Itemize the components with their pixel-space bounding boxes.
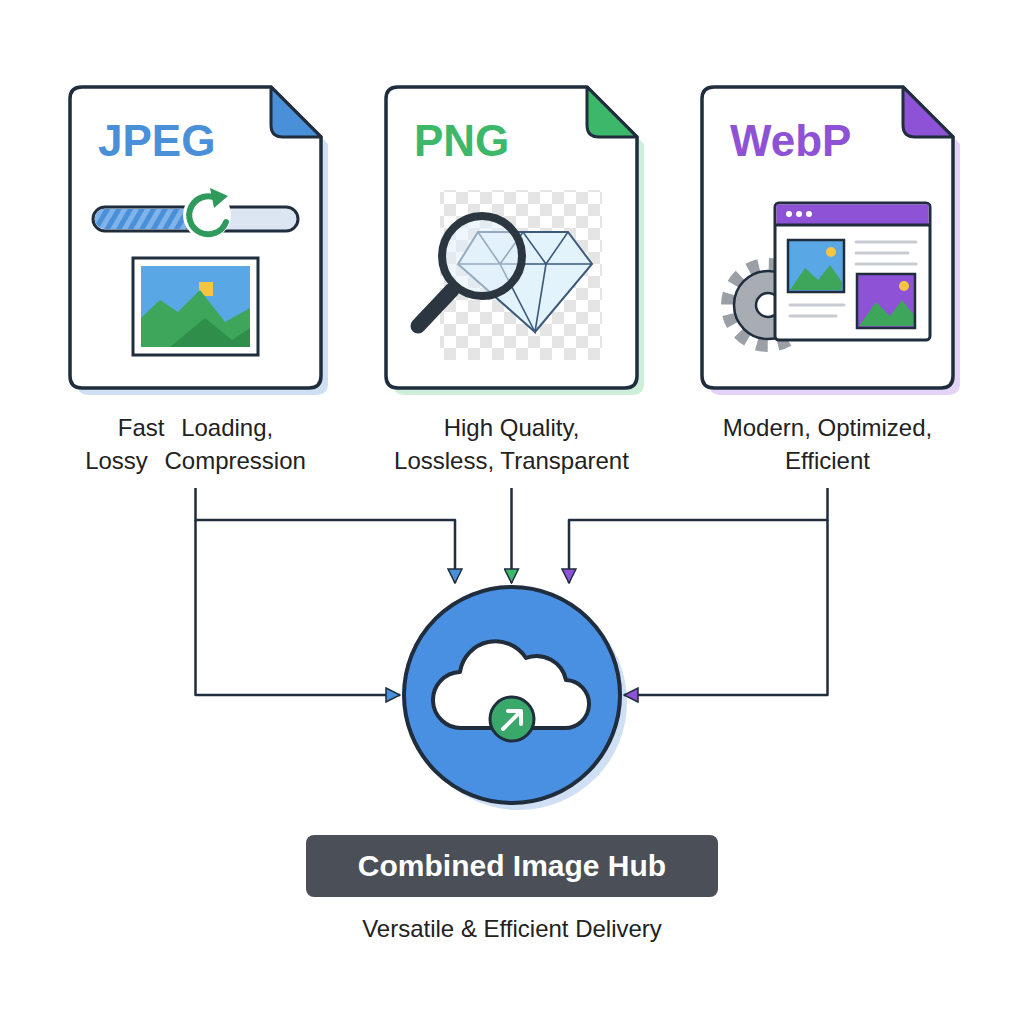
format-title: PNG	[414, 115, 614, 167]
connector-line	[196, 488, 456, 583]
format-title: JPEG	[98, 115, 298, 167]
connector-line	[569, 488, 828, 583]
hub-label: Combined Image Hub	[306, 835, 718, 897]
connector-line	[510, 488, 513, 583]
connector-line	[624, 520, 828, 695]
card-body	[702, 87, 953, 388]
flow-connector	[511, 488, 512, 583]
hub-circle: Combined Image HubVersatile & Efficient …	[400, 583, 624, 807]
format-caption: Fast Loading, Lossy Compression	[82, 411, 309, 477]
card-fold	[587, 87, 637, 137]
format-caption: Modern, Optimized, Efficient	[707, 411, 949, 477]
format-caption: High Quality, Lossless, Transparent	[391, 411, 633, 477]
card-fold	[271, 87, 321, 137]
card-fold	[903, 87, 953, 137]
format-title: WebP	[730, 115, 930, 167]
file-card: JPEG Fast Loading, Lossy Compression	[68, 85, 323, 488]
file-card: WebP Modern, Optimized, Efficient	[700, 85, 955, 488]
file-card: PNG High Quality, Lossless, Transparent	[384, 85, 639, 488]
card-body	[70, 87, 321, 388]
card-body	[386, 87, 637, 388]
hub-circle-outline	[400, 583, 624, 807]
hub-subtitle: Versatile & Efficient Delivery	[250, 913, 774, 945]
hub-body	[404, 587, 620, 803]
connector-line	[196, 520, 401, 695]
